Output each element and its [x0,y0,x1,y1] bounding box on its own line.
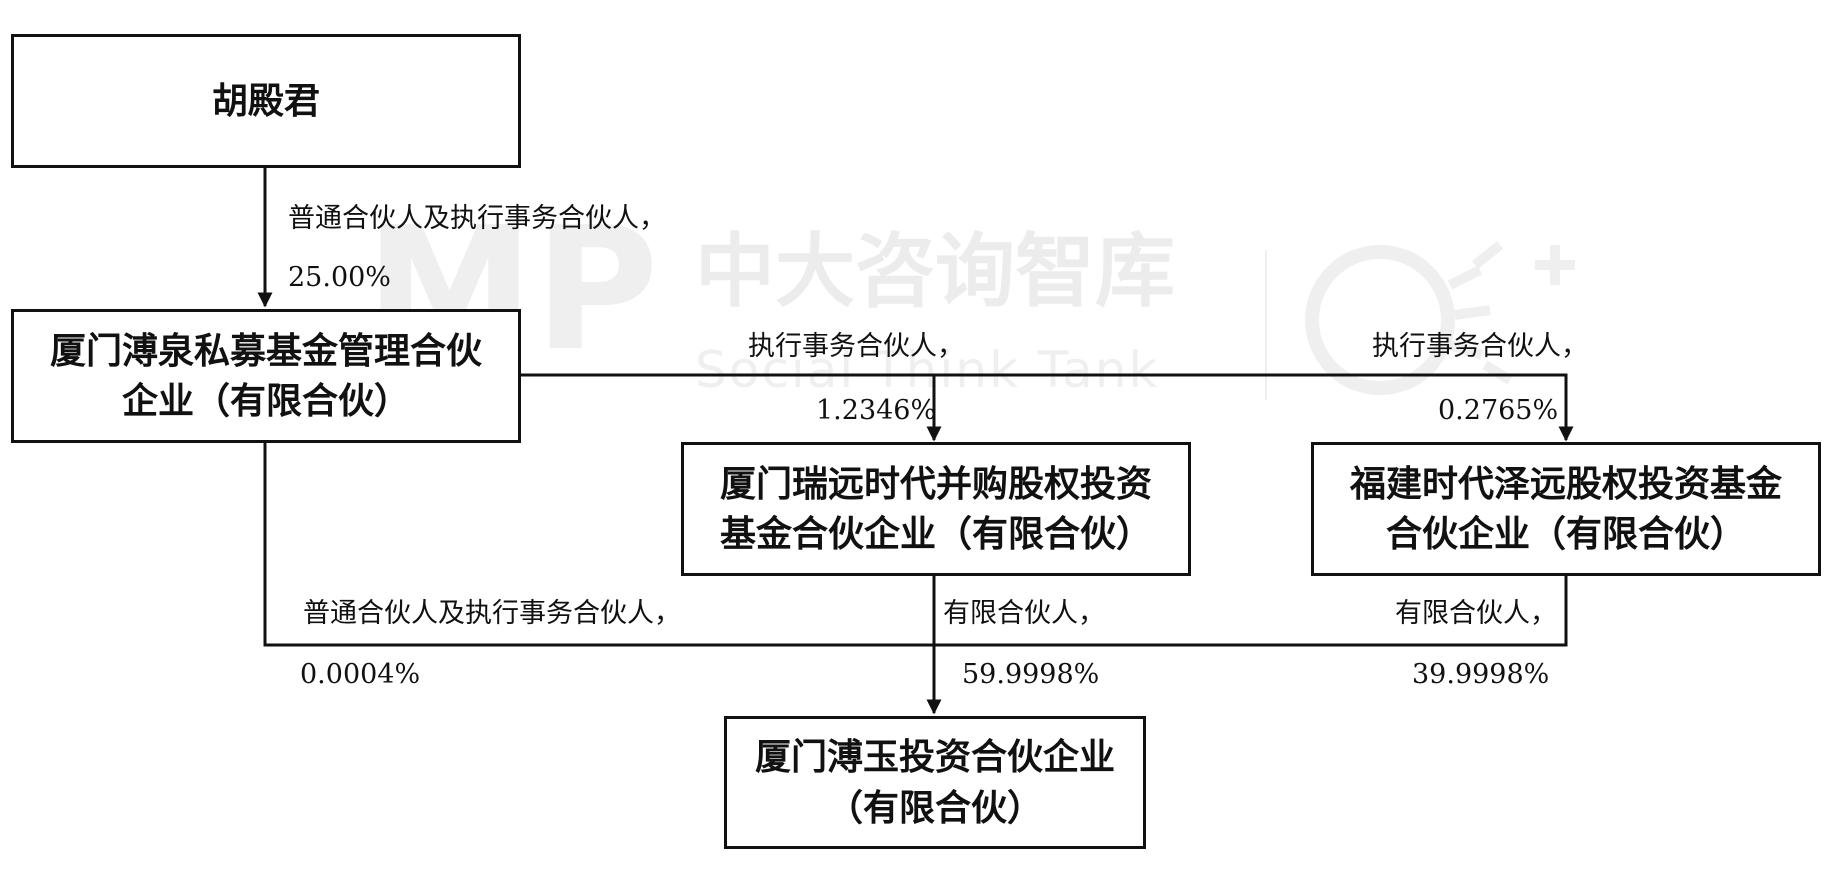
relation-role-bochuan-to-fujian: 执行事务合伙人， [1372,331,1588,362]
relation-pct-bochuan-to-fujian: 0.2765% [1438,395,1559,426]
watermark-subtitle: Social Think Tank [695,341,1160,399]
entity-name-boyu-line2: （有限合伙） [826,786,1043,829]
relation-role-fujian-to-boyu: 有限合伙人， [1395,598,1557,629]
relation-role-bochuan-to-boyu: 普通合伙人及执行事务合伙人， [303,598,681,629]
entity-name-hu: 胡殿君 [211,79,320,122]
entity-box-boyu: 厦门溥玉投资合伙企业 （有限合伙） [724,716,1146,849]
relation-role-hu-to-bochuan: 普通合伙人及执行事务合伙人， [288,203,666,234]
edge-bochuan-to-boyu [263,442,934,647]
watermark-divider [1265,250,1267,400]
relation-pct-bochuan-to-ruiyuan: 1.2346% [816,395,937,426]
entity-box-hu: 胡殿君 [11,34,521,168]
entity-box-bochuan: 厦门溥泉私募基金管理合伙 企业（有限合伙） [11,309,521,443]
relation-pct-fujian-to-boyu: 39.9998% [1412,659,1550,690]
edge-fujian-to-boyu [934,574,1568,647]
watermark-title: 中大咨询智库 [695,225,1175,318]
entity-name-fujian-line2: 合伙企业（有限合伙） [1385,513,1746,555]
relation-role-bochuan-to-ruiyuan: 执行事务合伙人， [748,331,964,362]
entity-name-boyu-line1: 厦门溥玉投资合伙企业 [754,736,1115,779]
entity-box-fujian: 福建时代泽远股权投资基金 合伙企业（有限合伙） [1311,442,1821,576]
entity-name-bochuan-line2: 企业（有限合伙） [121,380,410,422]
entity-name-bochuan-line1: 厦门溥泉私募基金管理合伙 [49,329,482,372]
watermark-emblem-icon [1305,241,1575,395]
entity-name-fujian-line1: 福建时代泽远股权投资基金 [1349,462,1782,505]
edge-bochuan-to-fujian [520,373,1574,442]
relation-pct-ruiyuan-to-boyu: 59.9998% [962,659,1100,690]
relation-role-ruiyuan-to-boyu: 有限合伙人， [943,598,1105,629]
entity-name-ruiyuan-line2: 基金合伙企业（有限合伙） [719,513,1152,555]
entity-box-ruiyuan: 厦门瑞远时代并购股权投资 基金合伙企业（有限合伙） [681,442,1191,576]
relation-pct-hu-to-bochuan: 25.00% [288,262,391,293]
relation-pct-bochuan-to-boyu: 0.0004% [300,659,421,690]
entity-name-ruiyuan-line1: 厦门瑞远时代并购股权投资 [719,462,1152,505]
